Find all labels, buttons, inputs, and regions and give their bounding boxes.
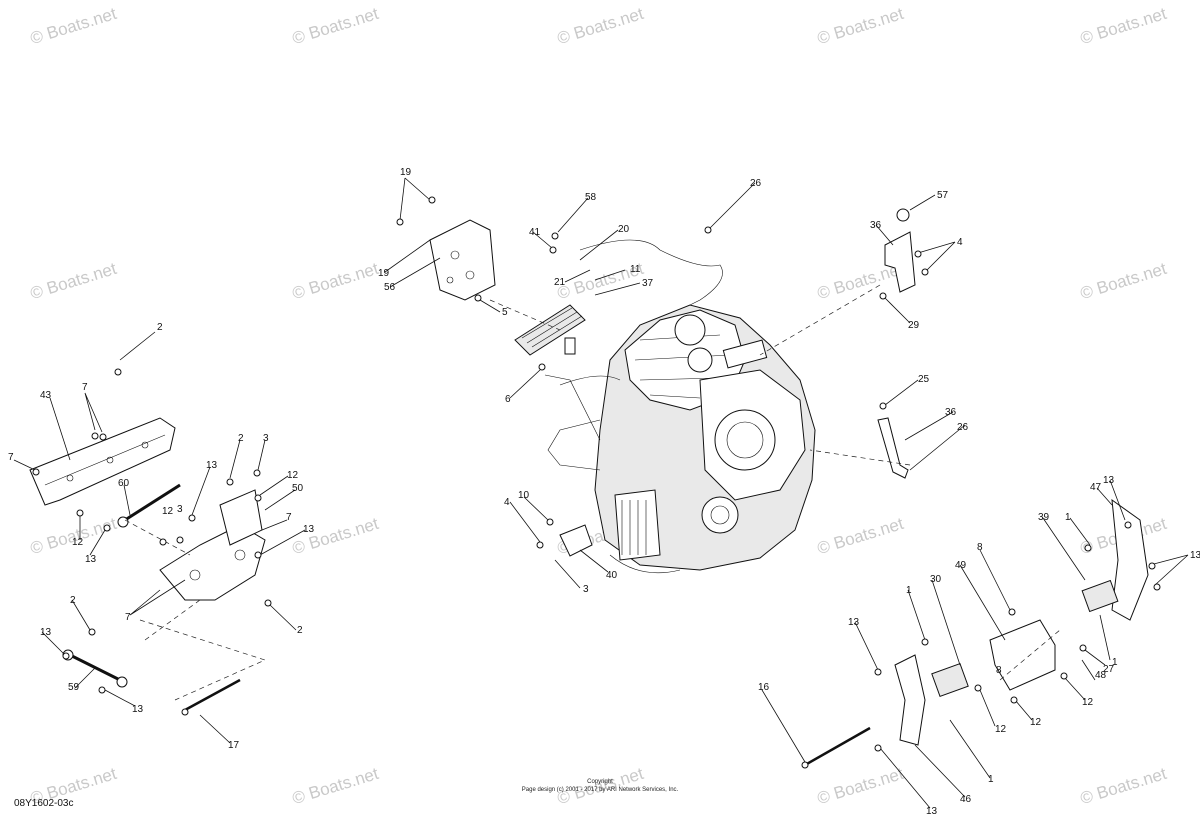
mount-icon[interactable] xyxy=(1081,498,1149,621)
part-number-label[interactable]: 2 xyxy=(297,625,303,636)
part-number-label[interactable]: 58 xyxy=(585,192,597,203)
part-number-label[interactable]: 1 xyxy=(1065,512,1071,523)
copyright-notice: Copyright Page design (c) 2001 - 2017 by… xyxy=(480,778,720,794)
part-number-label[interactable]: 12 xyxy=(287,470,299,481)
part-number-label[interactable]: 1 xyxy=(988,774,994,785)
part-number-label[interactable]: 13 xyxy=(40,627,52,638)
part-number-label[interactable]: 7 xyxy=(125,612,131,623)
part-number-label[interactable]: 3 xyxy=(177,504,183,515)
part-number-label[interactable]: 25 xyxy=(918,374,930,385)
part-number-label[interactable]: 7 xyxy=(82,382,88,393)
bracket-icon[interactable] xyxy=(429,219,496,301)
part-number-label[interactable]: 17 xyxy=(228,740,240,751)
part-number-label[interactable]: 13 xyxy=(303,524,315,535)
part-number-label[interactable]: 47 xyxy=(1090,482,1102,493)
part-number-label[interactable]: 19 xyxy=(378,268,390,279)
part-number-label[interactable]: 37 xyxy=(642,278,654,289)
part-number-label[interactable]: 12 xyxy=(995,724,1007,735)
copyright-line: Copyright xyxy=(587,779,613,785)
drawing-id: 08Y1602-03c xyxy=(14,798,74,809)
part-number-label[interactable]: 13 xyxy=(848,617,860,628)
heat-exchanger-icon[interactable] xyxy=(514,304,586,356)
mount-icon[interactable] xyxy=(159,489,266,601)
part-number-label[interactable]: 2 xyxy=(70,595,76,606)
part-number-label[interactable]: 2 xyxy=(157,322,163,333)
bolt-icon[interactable] xyxy=(32,196,1161,769)
part-number-label[interactable]: 13 xyxy=(926,806,938,817)
part-number-label[interactable]: 4 xyxy=(504,497,510,508)
part-number-label[interactable]: 50 xyxy=(292,483,304,494)
part-number-label[interactable]: 12 xyxy=(1082,697,1094,708)
part-number-label[interactable]: 10 xyxy=(518,490,530,501)
part-number-label[interactable]: 13 xyxy=(132,704,144,715)
part-number-label[interactable]: 43 xyxy=(40,390,52,401)
part-number-label[interactable]: 3 xyxy=(583,584,589,595)
part-number-label[interactable]: 46 xyxy=(960,794,972,805)
part-number-label[interactable]: 12 xyxy=(162,506,174,517)
bolt-icon[interactable] xyxy=(804,726,871,767)
part-number-label[interactable]: 2 xyxy=(238,433,244,444)
part-number-label[interactable]: 26 xyxy=(957,422,969,433)
part-number-label[interactable]: 59 xyxy=(68,682,80,693)
rod-icon[interactable] xyxy=(117,483,181,528)
part-number-label[interactable]: 7 xyxy=(8,452,14,463)
part-number-label[interactable]: 12 xyxy=(1030,717,1042,728)
part-number-label[interactable]: 16 xyxy=(758,682,770,693)
part-number-label[interactable]: 6 xyxy=(505,394,511,405)
part-number-label[interactable]: 26 xyxy=(750,178,762,189)
part-number-label[interactable]: 48 xyxy=(1095,670,1107,681)
part-number-label[interactable]: 13 xyxy=(1190,550,1200,561)
part-number-label[interactable]: 11 xyxy=(630,264,641,275)
part-number-label[interactable]: 13 xyxy=(1103,475,1115,486)
copyright-line: Page design (c) 2001 - 2017 by ARI Netwo… xyxy=(521,787,679,793)
bracket-icon[interactable] xyxy=(29,417,176,506)
part-number-label[interactable]: 36 xyxy=(870,220,882,231)
part-number-label[interactable]: 21 xyxy=(554,277,566,288)
part-number-label[interactable]: 7 xyxy=(286,512,292,523)
part-number-label[interactable]: 27 xyxy=(1103,664,1115,675)
part-number-label[interactable]: 19 xyxy=(400,167,412,178)
mount-icon[interactable] xyxy=(894,619,1056,746)
part-number-label[interactable]: 56 xyxy=(384,282,396,293)
hose-icon[interactable] xyxy=(877,417,909,479)
part-number-label[interactable]: 36 xyxy=(945,407,957,418)
part-number-label[interactable]: 1 xyxy=(1112,657,1118,668)
part-number-label[interactable]: 1 xyxy=(906,585,912,596)
part-number-label[interactable]: 39 xyxy=(1038,512,1050,523)
part-number-label[interactable]: 30 xyxy=(930,574,942,585)
part-number-label[interactable]: 13 xyxy=(85,554,97,565)
part-number-label[interactable]: 3 xyxy=(263,433,269,444)
part-number-label[interactable]: 20 xyxy=(618,224,630,235)
part-number-label[interactable]: 57 xyxy=(937,190,949,201)
part-number-label[interactable]: 4 xyxy=(957,237,963,248)
part-number-label[interactable]: 12 xyxy=(72,537,84,548)
part-number-label[interactable]: 8 xyxy=(977,542,983,553)
engine-assembly-icon[interactable] xyxy=(544,239,816,574)
part-number-label[interactable]: 40 xyxy=(606,570,618,581)
part-number-label[interactable]: 49 xyxy=(955,560,967,571)
part-number-label[interactable]: 8 xyxy=(996,665,1002,676)
sensor-icon[interactable] xyxy=(559,524,593,557)
part-number-label[interactable]: 13 xyxy=(206,460,218,471)
part-number-label[interactable]: 5 xyxy=(502,307,508,318)
part-number-label[interactable]: 41 xyxy=(529,227,541,238)
part-number-label[interactable]: 60 xyxy=(118,478,130,489)
part-number-label[interactable]: 29 xyxy=(908,320,920,331)
bracket-icon[interactable] xyxy=(884,208,916,293)
bolt-icon[interactable] xyxy=(184,678,241,712)
